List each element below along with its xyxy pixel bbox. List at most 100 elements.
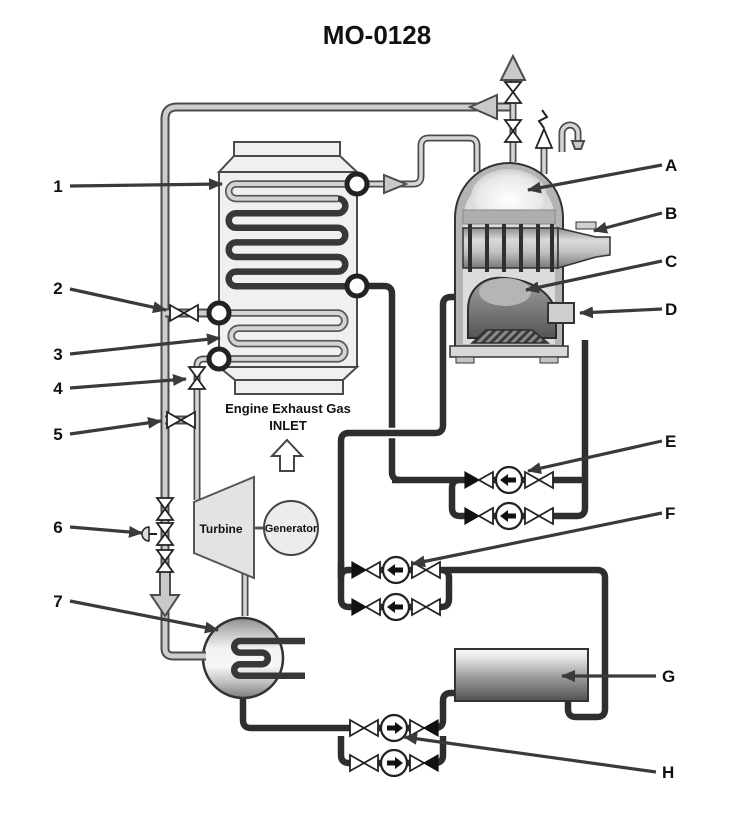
superheater-outlet-port xyxy=(206,346,232,372)
leader-A xyxy=(527,163,663,194)
feed-pump-station xyxy=(351,555,441,622)
steam-flow-left-arrow xyxy=(467,93,498,121)
leader-5 xyxy=(69,416,162,436)
leader-C xyxy=(525,259,663,294)
callout-A: A xyxy=(665,156,677,175)
f-left-manifold xyxy=(337,561,352,579)
gas-inlet-caption-2: INLET xyxy=(269,418,307,433)
bypass-valve xyxy=(166,410,196,430)
condensate-pump-station xyxy=(349,713,439,778)
feed-pump-branch-bottom xyxy=(351,592,441,622)
dump-valve-actuator xyxy=(141,526,150,542)
main-steam-line xyxy=(162,104,513,659)
evaporator-feed-riser xyxy=(347,282,401,484)
feed-discharge-pipe xyxy=(337,293,455,611)
h-left-manifold xyxy=(337,736,350,767)
superheater-outlet-valve xyxy=(187,366,207,390)
leader-1 xyxy=(69,178,223,191)
figure-title: MO-0128 xyxy=(323,20,431,50)
drum-foot-right xyxy=(539,356,559,364)
circulating-pump-branch-top xyxy=(464,465,554,495)
superheater-coil xyxy=(229,311,347,361)
condensate-pipe xyxy=(239,694,350,732)
dump-valve-stack xyxy=(141,497,175,573)
furnace-cylinder xyxy=(462,227,559,269)
water-level-band xyxy=(462,209,556,225)
leader-4 xyxy=(69,374,187,390)
furnace-crown xyxy=(479,278,531,306)
turbine-generator-set: Turbine Generator xyxy=(193,475,319,580)
safety-valve xyxy=(534,109,554,149)
gas-inlet-duct xyxy=(234,379,344,395)
gas-inlet-up-arrow xyxy=(269,438,305,472)
callout-3: 3 xyxy=(53,345,62,364)
drum-bottom-refractory xyxy=(470,329,551,344)
steam-generating-coil-top xyxy=(226,182,347,201)
riser-flow-right-arrow xyxy=(383,173,409,195)
callout-2: 2 xyxy=(53,279,62,298)
leader-3 xyxy=(69,333,221,356)
turbine-body xyxy=(193,475,255,580)
burner-fitting xyxy=(575,221,597,230)
water-inlet-port xyxy=(344,273,370,299)
callout-6: 6 xyxy=(53,518,62,537)
side-fitting xyxy=(547,302,575,324)
bottom-transition xyxy=(216,366,360,381)
turbine-label: Turbine xyxy=(199,522,242,536)
flow-arrows xyxy=(149,53,527,618)
gooseneck-vent xyxy=(560,123,580,152)
callout-labels: 1 2 3 4 5 6 7 A B C D E F G H xyxy=(53,156,677,782)
callout-G: G xyxy=(662,667,675,686)
callout-7: 7 xyxy=(53,592,62,611)
leader-D xyxy=(579,306,663,319)
leader-2 xyxy=(69,287,167,314)
leader-6 xyxy=(69,525,143,538)
leader-F xyxy=(411,511,663,568)
steam-generating-coil xyxy=(225,195,349,290)
dump-flow-down-arrow xyxy=(149,570,181,618)
callout-C: C xyxy=(665,252,677,271)
burner-cone xyxy=(557,227,611,269)
main-steam-stop-valves xyxy=(503,81,523,143)
turbine-steam-line xyxy=(195,357,213,500)
callout-B: B xyxy=(665,204,677,223)
condenser xyxy=(201,616,305,700)
drum-suction-pipe xyxy=(553,340,589,520)
hotwell-suction-pipe xyxy=(449,566,609,721)
superheater-inlet-valve xyxy=(169,303,199,323)
top-transition xyxy=(216,155,360,173)
leader-E xyxy=(527,439,663,475)
vent-flare xyxy=(570,140,586,150)
drum-base xyxy=(449,345,569,358)
drum-foot-left xyxy=(455,356,475,364)
callout-5: 5 xyxy=(53,425,62,444)
callout-F: F xyxy=(665,504,675,523)
steam-drum-boiler xyxy=(449,162,611,364)
condenser-coil xyxy=(230,637,305,680)
superheater-inlet-port xyxy=(206,300,232,326)
steam-vent-up-arrow xyxy=(499,53,527,81)
feed-pump-branch-top xyxy=(351,555,441,585)
stack-outlet-duct xyxy=(233,141,341,157)
callout-E: E xyxy=(665,432,676,451)
riser-outlet-port xyxy=(344,171,370,197)
steam-valves xyxy=(141,81,554,573)
callout-H: H xyxy=(662,763,674,782)
callout-1: 1 xyxy=(53,177,62,196)
furnace-ribs xyxy=(468,224,554,272)
circulating-pump-station xyxy=(464,465,554,531)
callout-D: D xyxy=(665,300,677,319)
riser-return-line xyxy=(368,136,479,186)
condensate-pump-branch-top xyxy=(349,713,439,743)
leader-H xyxy=(403,732,657,774)
leader-7 xyxy=(69,599,219,634)
gas-inlet-caption-1: Engine Exhaust Gas xyxy=(225,401,351,416)
callout-leaders xyxy=(69,163,663,774)
generator-label: Generator xyxy=(265,523,318,535)
exhaust-gas-boiler: Engine Exhaust Gas INLET xyxy=(206,141,370,472)
leader-B xyxy=(593,211,663,234)
condensate-pump-branch-bottom xyxy=(349,748,439,778)
callout-4: 4 xyxy=(53,379,63,398)
